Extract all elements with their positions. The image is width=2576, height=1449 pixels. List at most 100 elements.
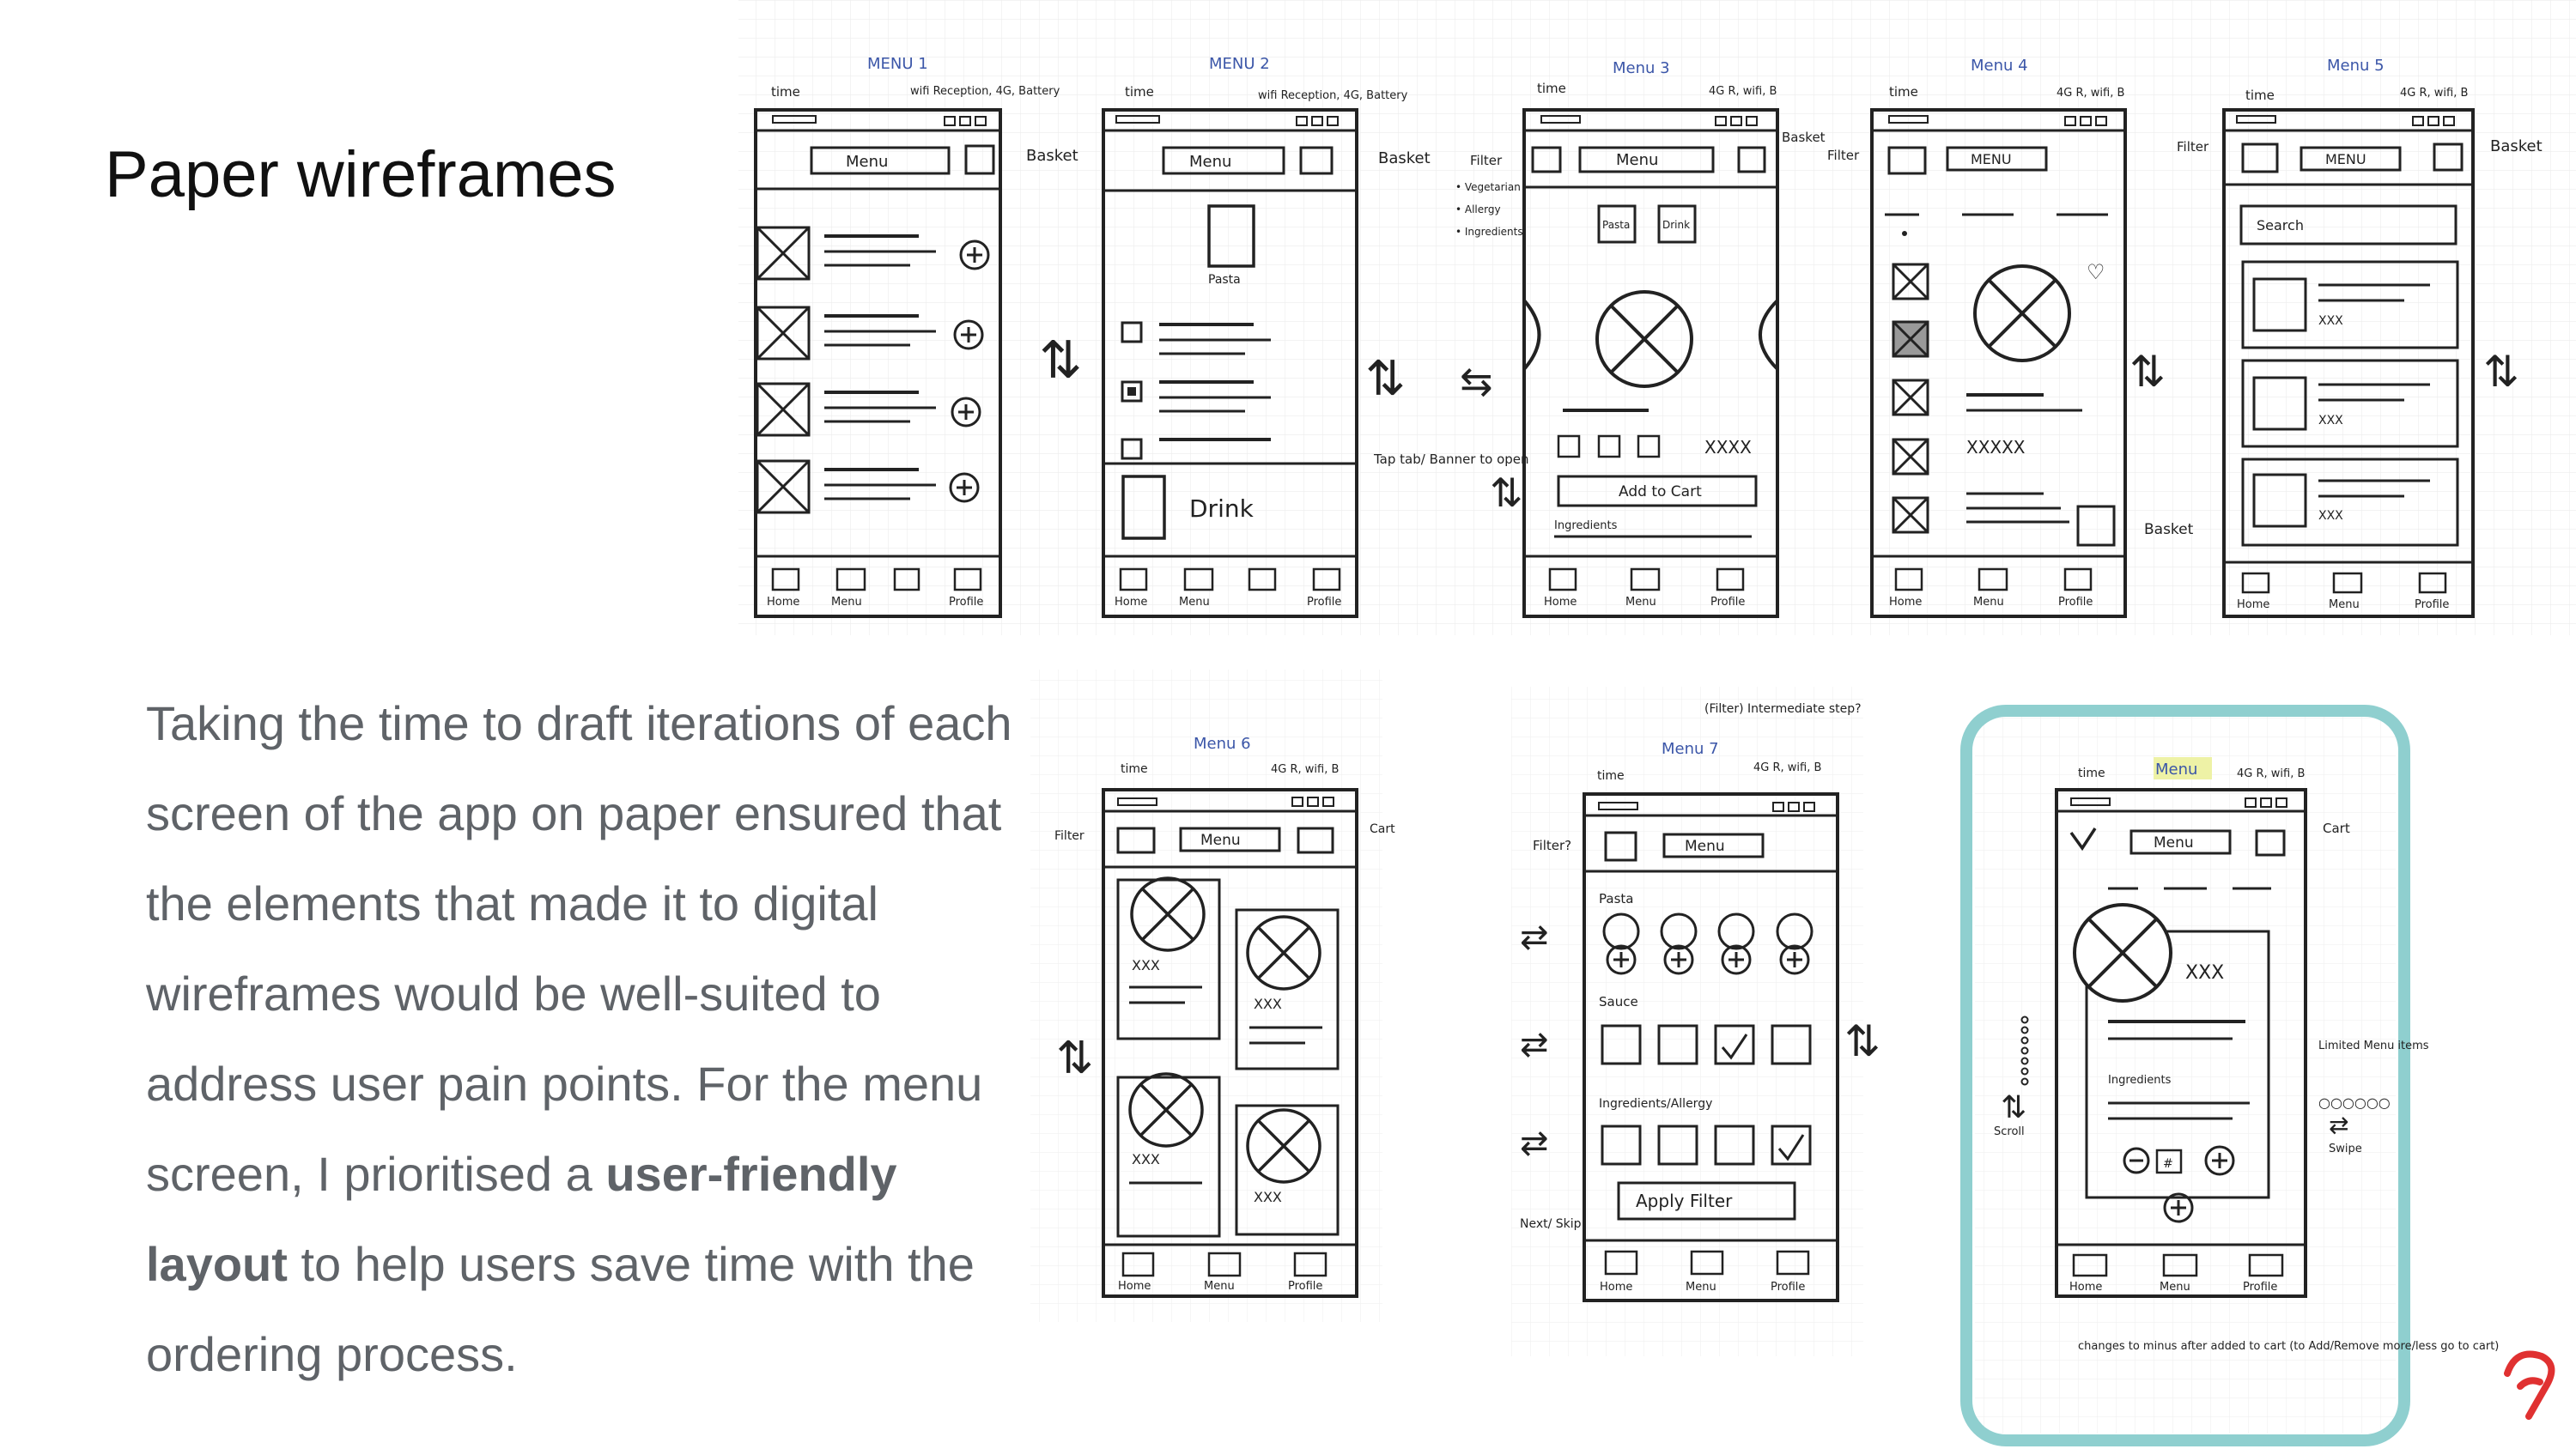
menu-5-xxx-1: XXX: [2318, 314, 2343, 328]
menu-7-pasta: Pasta: [1599, 891, 1633, 906]
menu-4-nav-profile: Profile: [2058, 596, 2093, 609]
svg-text:⇅: ⇅: [2483, 347, 2519, 397]
wireframe-final-menu: Menu time 4G R, wifi, B Menu Cart XXX: [1960, 705, 2499, 1446]
svg-text:⇅: ⇅: [1056, 1033, 1094, 1084]
final-menu-status-label: 4G R, wifi, B: [2237, 767, 2305, 780]
menu-7-nav-home: Home: [1600, 1281, 1632, 1294]
menu-6-xxx-2: XXX: [1254, 996, 1282, 1012]
menu-3-xxxx: XXXX: [1704, 437, 1752, 458]
highlight-border: [1960, 705, 2410, 1446]
menu-1-nav-home: Home: [767, 596, 799, 609]
menu-3-title: Menu 3: [1613, 59, 1670, 77]
menu-7-intermediate: (Filter) Intermediate step?: [1704, 702, 1862, 716]
menu-2-drink: Drink: [1189, 494, 1255, 523]
menu-2-nav-menu: Menu: [1179, 596, 1210, 609]
menu-7-apply-filter: Apply Filter: [1636, 1191, 1733, 1211]
menu-6-xxx-1: XXX: [1132, 957, 1160, 973]
menu-6-title: Menu 6: [1194, 735, 1251, 753]
final-menu-swipe: Swipe: [2329, 1143, 2362, 1155]
menu-1-basket: Basket: [1026, 147, 1078, 165]
menu-7-nav-menu: Menu: [1686, 1281, 1716, 1294]
menu-2-nav-profile: Profile: [1307, 596, 1341, 609]
svg-text:#: #: [2163, 1157, 2173, 1171]
menu-4-title: Menu 4: [1971, 57, 2028, 75]
menu-5-title: Menu 5: [2327, 57, 2385, 75]
final-menu-nav-menu: Menu: [2160, 1281, 2190, 1294]
menu-1-nav-profile: Profile: [949, 596, 983, 609]
menu-7-title: Menu 7: [1662, 740, 1719, 758]
final-menu-title: Menu: [2155, 761, 2197, 779]
final-menu-xxx: XXX: [2185, 962, 2224, 984]
svg-text:⇄: ⇄: [1520, 1124, 1549, 1163]
wireframe-menu-4: Menu 4 time 4G R, wifi, B MENU Filter: [1827, 57, 2194, 618]
menu-6-status-label: 4G R, wifi, B: [1271, 763, 1339, 776]
menu-1-time: time: [771, 84, 800, 100]
svg-text:⇅: ⇅: [1490, 470, 1523, 516]
menu-7-sauce: Sauce: [1599, 994, 1638, 1009]
menu-6-xxx-3: XXX: [1132, 1151, 1160, 1167]
menu-4-basket: Basket: [2144, 521, 2194, 538]
svg-text:⇄: ⇄: [2329, 1111, 2348, 1139]
paragraph-bold: user-friendly layout: [146, 1147, 897, 1291]
svg-text:Menu: Menu: [1616, 151, 1658, 169]
menu-3-ingredients: Ingredients: [1554, 519, 1618, 532]
menu-3-allergy: • Allergy: [1455, 203, 1501, 215]
menu-5-nav-profile: Profile: [2415, 598, 2449, 611]
svg-text:⇅: ⇅: [1365, 351, 1406, 407]
menu-3-nav-home: Home: [1544, 596, 1577, 609]
menu-3-filter: Filter: [1470, 153, 1503, 168]
final-menu-time: time: [2078, 767, 2105, 780]
wireframe-menu-7: (Filter) Intermediate step? Menu 7 time …: [1520, 702, 1880, 1302]
menu-3-status-label: 4G R, wifi, B: [1709, 85, 1777, 98]
svg-text:⇅: ⇅: [2001, 1090, 2026, 1125]
menu-1-nav-menu: Menu: [831, 596, 862, 609]
svg-text:♡: ♡: [2087, 260, 2105, 284]
menu-6-nav-home: Home: [1118, 1280, 1151, 1293]
menu-4-nav-menu: Menu: [1973, 596, 2004, 609]
menu-5-nav-home: Home: [2237, 598, 2269, 611]
paragraph-part-2: to help users save time with the orderin…: [146, 1237, 975, 1381]
menu-5-time: time: [2245, 88, 2275, 103]
menu-7-next-skip: Next/ Skip: [1520, 1217, 1582, 1231]
menu-5-status-label: 4G R, wifi, B: [2400, 87, 2468, 100]
svg-text:⇄: ⇄: [1520, 1025, 1549, 1064]
svg-text:⇅: ⇅: [1844, 1016, 1880, 1066]
menu-6-nav-profile: Profile: [1288, 1280, 1322, 1293]
menu-5-nav-menu: Menu: [2329, 598, 2360, 611]
svg-text:⇆: ⇆: [1460, 358, 1493, 404]
menu-2-nav-home: Home: [1115, 596, 1147, 609]
wireframe-menu-5: Menu 5 time 4G R, wifi, B MENU Filter Ba…: [2177, 57, 2543, 618]
menu-4-xxxxx: XXXXX: [1966, 437, 2026, 458]
slide-title: Paper wireframes: [105, 138, 617, 211]
menu-3-add-to-cart: Add to Cart: [1619, 483, 1702, 500]
menu-5-xxx-2: XXX: [2318, 414, 2343, 427]
svg-text:Menu: Menu: [1189, 153, 1231, 171]
menu-5-xxx-3: XXX: [2318, 509, 2343, 523]
menu-3-vegetarian: • Vegetarian: [1455, 181, 1521, 193]
menu-1-status-label: wifi Reception, 4G, Battery: [910, 85, 1060, 98]
menu-7-ingredients: Ingredients/Allergy: [1599, 1097, 1712, 1111]
menu-5-search: Search: [2257, 217, 2304, 233]
menu-2-title: MENU 2: [1209, 55, 1270, 73]
slide-paragraph: Taking the time to draft iterations of e…: [146, 678, 1022, 1399]
svg-text:Menu: Menu: [846, 153, 888, 171]
menu-7-status-label: 4G R, wifi, B: [1753, 761, 1821, 774]
menu-4-nav-home: Home: [1889, 596, 1922, 609]
menu-7-nav-profile: Profile: [1771, 1281, 1805, 1294]
final-menu-nav-profile: Profile: [2243, 1281, 2277, 1294]
wireframe-menu-3: Menu 3 time 4G R, wifi, B Menu Basket Fi…: [1455, 59, 1826, 618]
svg-text:○○○○○○: ○○○○○○: [2318, 1094, 2391, 1111]
svg-text:⇄: ⇄: [1520, 918, 1549, 957]
final-menu-minus-note: changes to minus after added to cart (to…: [2078, 1340, 2499, 1353]
brand-logo-icon: [2504, 1350, 2555, 1420]
menu-4-time: time: [1889, 84, 1918, 100]
final-menu-limited: Limited Menu items: [2318, 1040, 2429, 1052]
final-menu-ingredients: Ingredients: [2108, 1074, 2172, 1087]
menu-6-time: time: [1121, 762, 1148, 776]
svg-text:Menu: Menu: [2154, 834, 2194, 852]
svg-text:⇅: ⇅: [2129, 347, 2166, 397]
svg-text:⇅: ⇅: [1039, 330, 1082, 391]
menu-2-basket: Basket: [1378, 149, 1431, 167]
